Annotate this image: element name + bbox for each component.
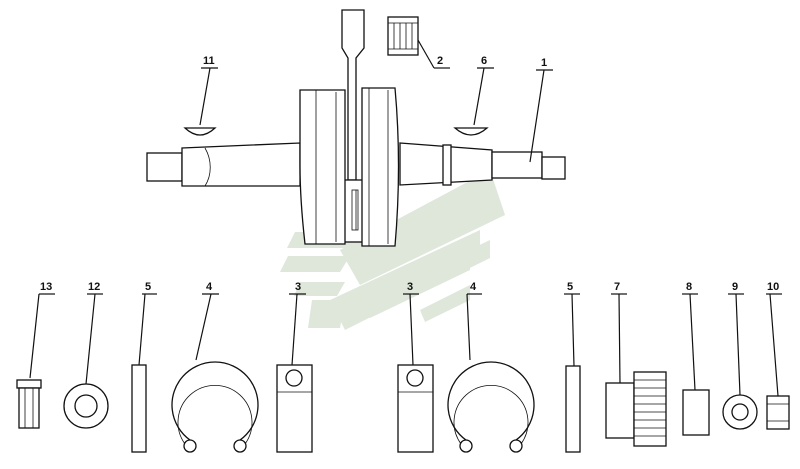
callout-3-right: 3 — [407, 281, 413, 293]
watermark-logo — [280, 170, 505, 330]
callout-3-left: 3 — [295, 281, 301, 293]
callout-10: 10 — [767, 281, 779, 293]
callout-8: 8 — [686, 281, 692, 293]
callout-5-right: 5 — [567, 281, 573, 293]
callout-2: 2 — [437, 55, 443, 67]
callout-5-left: 5 — [145, 281, 151, 293]
callout-4-left: 4 — [206, 281, 213, 293]
nut-10 — [766, 395, 790, 430]
callout-9: 9 — [732, 281, 738, 293]
flange-nut-13 — [16, 379, 42, 429]
woodruff-key-11 — [183, 127, 217, 136]
gear-7 — [605, 371, 667, 447]
ball-bearing-3-right — [397, 364, 434, 453]
callout-1: 1 — [541, 57, 547, 69]
ball-bearing-3-left — [276, 364, 313, 453]
sleeve-8 — [682, 389, 710, 436]
washer-12 — [63, 383, 109, 429]
crankshaft — [146, 87, 566, 247]
washer-9 — [722, 394, 758, 430]
callout-4-right: 4 — [470, 281, 477, 293]
callout-labels: 1 2 6 11 13 12 5 4 3 3 4 5 7 8 9 10 — [40, 55, 779, 293]
shim-5-left — [131, 364, 147, 453]
callout-7: 7 — [614, 281, 620, 293]
leader-lines — [29, 39, 782, 397]
woodruff-key-6 — [453, 127, 489, 136]
shim-5-right — [565, 365, 581, 453]
callout-12: 12 — [88, 281, 100, 293]
callout-6: 6 — [481, 55, 487, 67]
circlip-4-left — [171, 361, 259, 453]
callout-11: 11 — [203, 55, 215, 67]
callout-13: 13 — [40, 281, 52, 293]
needle-bearing — [387, 16, 419, 56]
circlip-4-right — [447, 361, 535, 453]
